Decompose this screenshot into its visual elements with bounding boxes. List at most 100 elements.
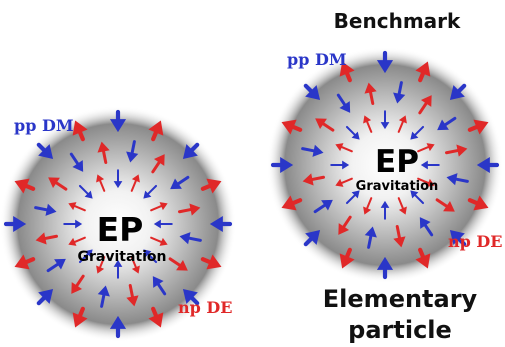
right-outflow-arrow-0-1-head (415, 61, 431, 77)
left-outflow-arrow-0-5-shaft (200, 257, 212, 264)
left-inflow-arrow-2-6-head (143, 249, 152, 258)
left-outflow-arrow-2-1-head (131, 174, 140, 183)
right-outflow-arrow-2-11-head (335, 178, 344, 187)
right-inflow-arrow-1-4-shaft (454, 177, 469, 183)
right-inflow-arrow-1-8-shaft (367, 234, 373, 249)
right-outflow-arrow-0-5-shaft (467, 198, 479, 205)
right-inflow-arrow-1-6-shaft (423, 223, 434, 237)
right-inflow-arrow-2-10-head (351, 190, 360, 199)
right-particle-sphere: EP Gravitation (267, 47, 503, 283)
left-inflow-arrow-1-10-shaft (46, 262, 60, 273)
left-inflow-arrow-2-8-head (113, 259, 123, 267)
right-outflow-arrow-1-11-head (302, 173, 314, 186)
left-outflow-arrow-0-1-shaft (151, 130, 158, 142)
right-inflow-arrow-0-10-head (305, 229, 321, 245)
right-inflow-arrow-1-12-shaft (301, 147, 316, 153)
left-outflow-arrow-1-13-head (48, 177, 60, 189)
left-outflow-arrow-0-5-head (206, 254, 222, 270)
left-outflow-arrow-1-7-head (126, 295, 139, 307)
right-outflow-arrow-0-11-shaft (291, 198, 303, 205)
right-gravity-halo (267, 47, 503, 283)
left-outflow-arrow-2-11-head (68, 237, 77, 246)
right-inflow-arrow-2-12-head (342, 160, 350, 170)
left-inflow-arrow-1-14-shaft (69, 152, 80, 166)
right-core-label: EP (375, 144, 419, 180)
left-outflow-arrow-2-15-shaft (99, 179, 106, 192)
right-outflow-arrow-1-7-shaft (395, 225, 401, 240)
left-core-sublabel: Gravitation (78, 249, 167, 265)
left-inflow-arrow-1-4-shaft (187, 236, 202, 242)
right-outflow-arrow-1-9-head (338, 223, 350, 235)
right-dark-energy-label: np DE (448, 232, 502, 251)
right-outflow-arrow-2-9-shaft (366, 197, 373, 210)
left-outflow-arrow-2-13-head (68, 202, 77, 211)
left-outflow-arrow-0-9-shaft (78, 306, 85, 318)
right-outflow-arrow-0-15-head (339, 61, 355, 77)
left-outflow-arrow-2-3-head (159, 202, 168, 211)
right-outflow-arrow-1-13-head (315, 118, 327, 130)
right-outflow-arrow-0-7-head (415, 253, 431, 269)
right-inflow-arrow-1-8-head (364, 226, 377, 238)
right-outflow-arrow-0-15-shaft (345, 71, 352, 83)
left-outflow-arrow-0-15-head (72, 120, 88, 136)
right-outflow-arrow-0-7-shaft (418, 247, 425, 259)
right-outflow-arrow-0-11-head (281, 195, 297, 211)
right-inflow-arrow-0-12-head (280, 156, 294, 174)
left-inflow-arrow-2-10-head (84, 249, 93, 258)
left-outflow-arrow-2-5-head (159, 237, 168, 246)
right-inflow-arrow-1-0-shaft (397, 81, 403, 96)
left-inflow-arrow-0-2-head (182, 144, 198, 160)
right-dark-matter-label: pp DM (287, 50, 347, 69)
right-inflow-arrow-1-4-head (446, 173, 458, 186)
left-outflow-arrow-0-11-shaft (24, 257, 36, 264)
left-core-label: EP (97, 210, 144, 249)
left-inflow-arrow-0-10-shaft (36, 296, 46, 306)
right-outflow-arrow-1-15-head (364, 82, 377, 94)
left-outflow-arrow-2-9-head (96, 265, 105, 274)
left-outflow-arrow-2-7-shaft (130, 256, 137, 269)
left-inflow-arrow-1-8-head (97, 285, 110, 297)
right-outflow-arrow-2-3-shaft (417, 146, 430, 153)
left-outflow-arrow-1-11-head (35, 232, 47, 245)
right-inflow-arrow-0-0-head (376, 60, 394, 74)
left-gravity-halo (0, 106, 236, 342)
left-outflow-arrow-0-7-head (148, 312, 164, 328)
left-inflow-arrow-2-4-head (153, 219, 161, 229)
left-outflow-arrow-0-11-head (14, 254, 30, 270)
right-inflow-arrow-0-10-shaft (303, 237, 313, 247)
left-inflow-arrow-1-8-shaft (100, 293, 106, 308)
right-inflow-arrow-2-2-shaft (414, 125, 425, 136)
left-inflow-arrow-2-12-head (75, 219, 83, 229)
right-core-sublabel: Gravitation (356, 179, 439, 194)
right-outflow-arrow-1-7-head (393, 236, 406, 248)
left-inflow-arrow-1-0-shaft (130, 140, 136, 155)
left-outflow-arrow-2-13-shaft (73, 205, 86, 212)
right-outflow-arrow-1-13-shaft (321, 122, 335, 132)
right-outflow-arrow-1-15-shaft (369, 90, 375, 105)
right-inflow-arrow-2-14-head (351, 131, 360, 140)
left-inflow-arrow-2-2-head (143, 190, 152, 199)
right-inflow-arrow-1-2-shaft (443, 116, 457, 127)
right-outflow-arrow-2-5-head (426, 178, 435, 187)
left-outflow-arrow-0-3-shaft (200, 184, 212, 191)
right-outflow-arrow-1-3-head (456, 144, 468, 157)
right-inflow-arrow-2-8-head (380, 200, 390, 208)
right-outflow-arrow-1-1-shaft (418, 101, 428, 115)
left-inflow-arrow-0-2-shaft (190, 142, 200, 152)
right-inflow-arrow-0-6-head (449, 229, 465, 245)
left-dark-matter-label: pp DM (14, 116, 74, 135)
right-inflow-arrow-2-6-head (410, 190, 419, 199)
right-outflow-arrow-0-5-head (473, 195, 489, 211)
left-inflow-arrow-1-12-head (45, 203, 57, 216)
right-outflow-arrow-0-13-head (281, 119, 297, 135)
right-outflow-arrow-0-1-shaft (418, 71, 425, 83)
left-outflow-arrow-1-1-head (153, 154, 165, 166)
right-inflow-arrow-2-0-head (380, 122, 390, 130)
right-inflow-arrow-0-6-shaft (457, 237, 467, 247)
right-inflow-arrow-1-12-head (312, 144, 324, 157)
left-inflow-arrow-2-10-shaft (78, 253, 89, 264)
left-outflow-arrow-2-1-shaft (130, 179, 137, 192)
right-inflow-arrow-0-14-head (305, 85, 321, 101)
right-outflow-arrow-2-7-shaft (397, 197, 404, 210)
left-inflow-arrow-0-14-head (38, 144, 54, 160)
